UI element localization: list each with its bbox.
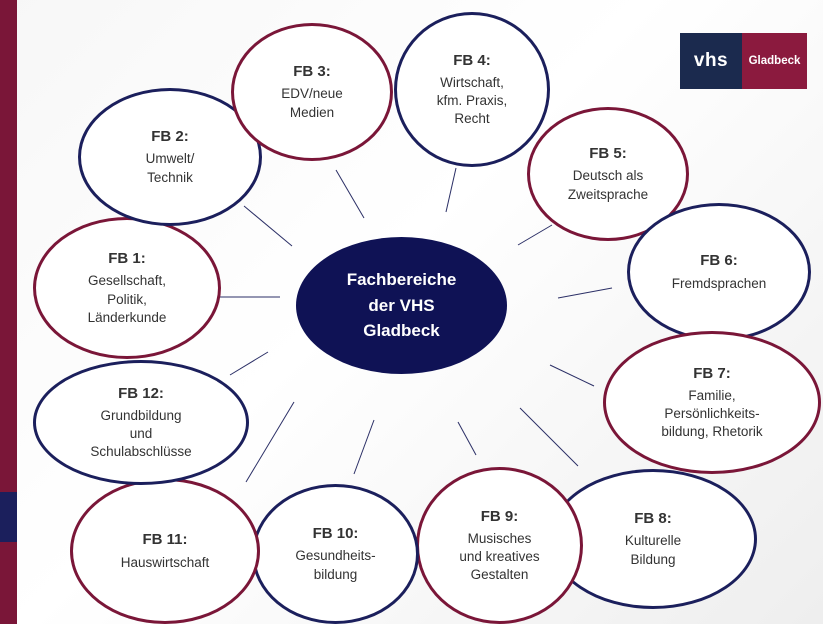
vhs-gladbeck-logo: vhs Gladbeck (680, 33, 807, 89)
bubble-code: FB 4: (453, 51, 491, 69)
bubble-code: FB 10: (312, 525, 359, 543)
bubble-code: FB 2: (151, 128, 189, 146)
bubble-description: Familie, Persönlichkeits- bildung, Rheto… (661, 387, 763, 440)
bubble-description: Wirtschaft, kfm. Praxis, Recht (436, 74, 508, 127)
logo-vhs-label: vhs (680, 33, 742, 89)
bubble-fb10: FB 10: Gesundheits- bildung (252, 484, 419, 624)
bubble-fb6: FB 6: Fremdsprachen (627, 203, 811, 341)
connector-fb12 (229, 351, 269, 376)
bubble-fb4: FB 4: Wirtschaft, kfm. Praxis, Recht (394, 12, 550, 167)
bubble-code: FB 11: (142, 531, 188, 549)
connector-fb11 (245, 401, 295, 483)
connector-fb2 (243, 205, 293, 247)
bubble-code: FB 9: (480, 507, 519, 525)
bubble-description: Kulturelle Bildung (624, 533, 682, 567)
bubble-fb9: FB 9: Musisches und kreatives Gestalten (416, 467, 583, 624)
connector-fb6 (557, 287, 613, 299)
left-accent-stripe-bottom (0, 542, 17, 624)
bubble-description: Umwelt/ Technik (145, 151, 195, 185)
connector-fb9 (457, 421, 477, 456)
bubble-fb1: FB 1: Gesellschaft, Politik, Länderkunde (33, 217, 221, 359)
bubble-code: FB 12: (118, 384, 164, 402)
connector-fb4 (445, 167, 457, 213)
bubble-fb2: FB 2: Umwelt/ Technik (78, 88, 262, 226)
connector-fb7 (549, 364, 595, 387)
connector-fb10 (353, 419, 375, 475)
connector-fb3 (335, 169, 365, 219)
connector-fb8 (519, 407, 579, 467)
left-accent-stripe-middle (0, 492, 17, 542)
bubble-fb7: FB 7: Familie, Persönlichkeits- bildung,… (603, 331, 821, 474)
bubble-code: FB 7: (693, 364, 731, 382)
bubble-description: Hauswirtschaft (120, 554, 210, 570)
bubble-code: FB 8: (634, 510, 672, 528)
bubble-description: Fremdsprachen (671, 275, 767, 291)
bubble-description: Gesundheits- bildung (295, 548, 376, 582)
bubble-code: FB 3: (293, 63, 331, 81)
connector-fb5 (517, 224, 553, 246)
bubble-description: Grundbildung und Schulabschlüsse (90, 407, 192, 460)
logo-gladbeck-label: Gladbeck (742, 33, 807, 89)
center-title: Fachbereiche der VHS Gladbeck (296, 237, 507, 374)
bubble-code: FB 6: (700, 252, 738, 270)
bubble-fb8: FB 8: Kulturelle Bildung (549, 469, 757, 609)
bubble-code: FB 5: (589, 145, 627, 163)
bubble-description: Deutsch als Zweitsprache (567, 168, 649, 202)
bubble-fb11: FB 11: Hauswirtschaft (70, 478, 260, 624)
bubble-description: Musisches und kreatives Gestalten (459, 530, 540, 583)
bubble-description: Gesellschaft, Politik, Länderkunde (87, 273, 167, 325)
bubble-fb12: FB 12: Grundbildung und Schulabschlüsse (33, 360, 249, 485)
bubble-code: FB 1: (108, 250, 146, 268)
bubble-fb3: FB 3: EDV/neue Medien (231, 23, 393, 161)
bubble-fb5: FB 5: Deutsch als Zweitsprache (527, 107, 689, 241)
left-accent-stripe-top (0, 0, 17, 492)
bubble-description: EDV/neue Medien (281, 86, 343, 120)
